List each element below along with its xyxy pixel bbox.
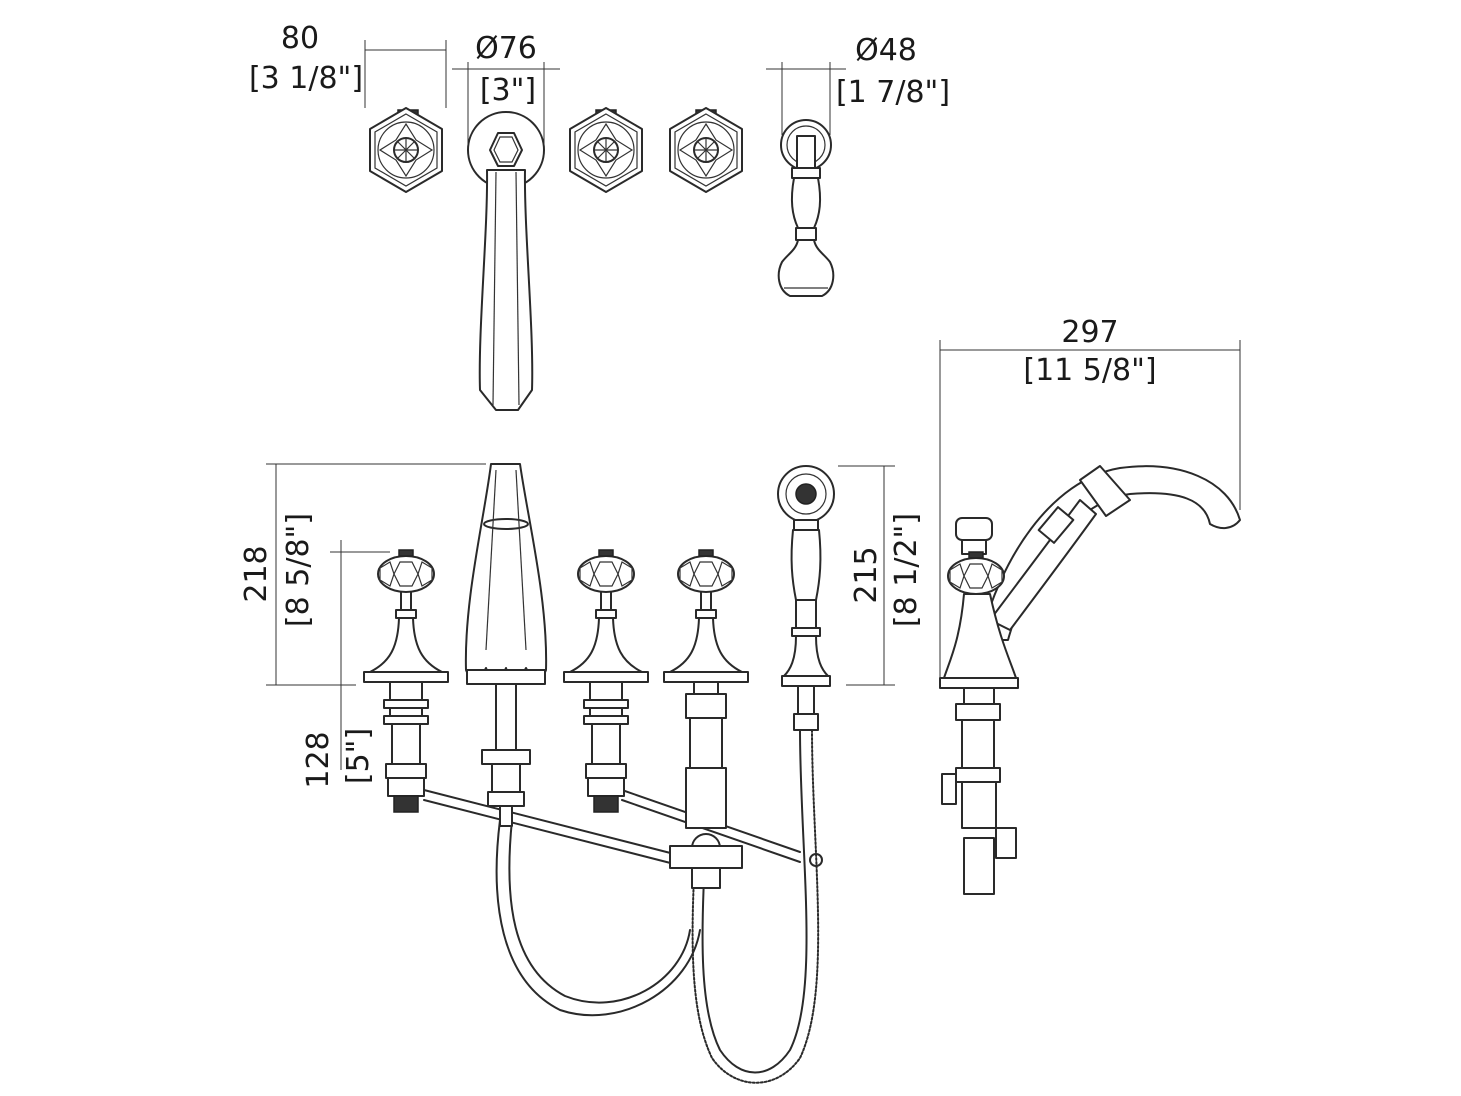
handshower-front <box>777 465 835 731</box>
handle-front-middle <box>563 549 649 813</box>
spout-height-mm: 218 <box>239 545 274 602</box>
side-depth-mm: 297 <box>1061 315 1118 350</box>
spout-diameter-inch: [3"] <box>480 73 536 108</box>
dimension-handshower-diameter: Ø48 [1 7/8"] <box>766 33 950 135</box>
handshower-hose <box>691 729 820 1084</box>
dimension-handle-height: 128 [5"] <box>301 540 390 789</box>
handshower-top <box>777 119 835 297</box>
top-view: 80 [3 1/8"] Ø76 [3"] Ø48 [1 7/8"] <box>249 21 950 411</box>
handle-top-left <box>369 107 443 193</box>
handle-top-middle <box>569 107 643 193</box>
side-depth-inch: [11 5/8"] <box>1023 353 1156 388</box>
handle-width-mm: 80 <box>281 21 319 56</box>
dimension-spout-diameter: Ø76 [3"] <box>452 31 560 150</box>
dimension-spout-height: 218 [8 5/8"] <box>239 463 486 686</box>
handle-top-right <box>669 107 743 193</box>
spout-front <box>464 463 548 827</box>
supply-hoses <box>423 789 823 1017</box>
dimension-handshower-height: 215 [8 1/2"] <box>838 465 924 686</box>
handshower-diameter-mm: Ø48 <box>855 33 917 68</box>
handle-height-mm: 128 <box>301 731 336 788</box>
dimension-side-depth: 297 [11 5/8"] <box>939 315 1241 685</box>
spout-top <box>467 111 545 411</box>
side-view: 297 [11 5/8"] <box>939 315 1241 895</box>
handle-front-left <box>363 549 449 813</box>
spout-height-inch: [8 5/8"] <box>281 513 316 627</box>
handshower-height-inch: [8 1/2"] <box>889 513 924 627</box>
spout-diameter-mm: Ø76 <box>475 31 537 66</box>
handle-height-inch: [5"] <box>341 728 376 784</box>
handle-width-inch: [3 1/8"] <box>249 61 363 96</box>
dimension-handle-width: 80 [3 1/8"] <box>249 21 447 108</box>
handle-front-right <box>663 549 749 889</box>
front-view: 218 [8 5/8"] 128 [5"] 215 [8 1/2"] <box>239 463 924 1084</box>
handshower-height-mm: 215 <box>849 546 884 603</box>
handshower-diameter-inch: [1 7/8"] <box>836 75 950 110</box>
